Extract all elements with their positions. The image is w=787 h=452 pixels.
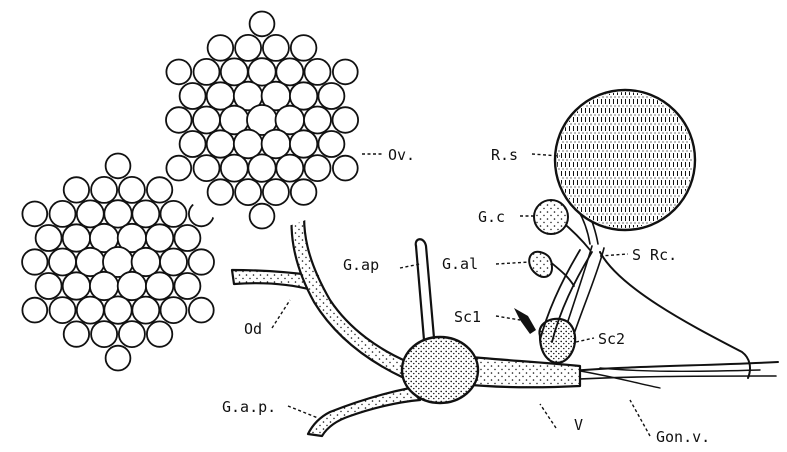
egg-cell	[235, 179, 261, 205]
egg-cell	[276, 155, 303, 182]
egg-cell	[263, 35, 289, 61]
egg-cell	[104, 296, 131, 323]
egg-cell	[106, 154, 131, 179]
label-sclerite-1: Sc1	[454, 308, 481, 326]
egg-cell	[174, 273, 200, 299]
egg-cell	[63, 272, 90, 299]
egg-cell	[166, 60, 191, 85]
egg-cell	[161, 201, 187, 227]
egg-cell	[64, 177, 89, 202]
accessory-gland-al	[529, 252, 552, 277]
egg-cell	[250, 12, 275, 37]
egg-cell	[189, 298, 214, 323]
egg-cell	[207, 130, 234, 157]
egg-cell	[304, 107, 331, 134]
egg-cell	[235, 35, 261, 61]
egg-cell	[194, 59, 220, 85]
label-accessory-gland-al: G.al	[442, 255, 478, 273]
egg-cell	[91, 177, 117, 203]
egg-cell	[119, 177, 145, 203]
sclerite-1	[514, 308, 536, 334]
label-vagina: V	[574, 416, 583, 434]
accessory-gland-ap	[416, 239, 434, 340]
egg-cell	[194, 155, 220, 181]
egg-cell	[180, 131, 206, 157]
label-accessory-gland-ap: G.ap	[343, 256, 379, 274]
label-oviduct: Od	[244, 320, 262, 338]
egg-cell	[180, 83, 206, 109]
egg-cell	[234, 130, 263, 159]
egg-cell	[160, 249, 187, 276]
genital-chamber	[402, 337, 478, 403]
egg-cell	[305, 155, 331, 181]
gonoduct-vessel	[560, 362, 778, 388]
egg-cell	[174, 225, 200, 251]
label-genital-aperture: G.a.p.	[222, 398, 276, 416]
egg-cell	[221, 155, 248, 182]
egg-cell	[333, 60, 358, 85]
egg-cell	[248, 154, 275, 181]
egg-cell	[250, 204, 275, 229]
egg-cell	[318, 83, 344, 109]
egg-cell	[208, 35, 234, 61]
egg-cell	[50, 297, 76, 323]
egg-cell	[305, 59, 331, 85]
egg-cell	[291, 179, 317, 205]
egg-cell	[318, 131, 344, 157]
egg-cell	[161, 297, 187, 323]
egg-cell	[36, 225, 62, 251]
egg-cell	[22, 249, 47, 274]
egg-cell	[77, 200, 104, 227]
egg-cell	[290, 130, 317, 157]
label-ovary: Ov.	[388, 146, 415, 164]
egg-cell	[50, 201, 76, 227]
egg-cell	[22, 298, 47, 323]
receptaculum-seminis	[555, 90, 695, 230]
egg-cell	[146, 272, 173, 299]
egg-cell	[221, 58, 248, 85]
genital-aperture-duct	[308, 388, 420, 436]
label-sclerite-2: Sc2	[598, 330, 625, 348]
gland-c	[534, 200, 568, 234]
egg-cell	[90, 272, 118, 300]
egg-cell	[193, 107, 220, 134]
egg-cell	[119, 321, 145, 347]
egg-cell	[132, 297, 159, 324]
egg-cell	[208, 179, 234, 205]
ovary-upper	[153, 11, 371, 229]
egg-cell	[64, 321, 89, 346]
egg-cell	[132, 200, 159, 227]
egg-cell	[118, 272, 146, 300]
egg-cell	[36, 273, 62, 299]
egg-cell	[147, 177, 172, 202]
egg-cell	[262, 130, 291, 159]
egg-cell	[276, 58, 303, 85]
egg-cell	[22, 202, 47, 227]
seminal-receptacle-canal	[565, 246, 750, 378]
egg-cell	[166, 107, 192, 133]
egg-cell	[106, 346, 131, 371]
label-seminal-receptacle-canal: S Rc.	[632, 246, 677, 264]
egg-cell	[333, 156, 358, 181]
egg-cell	[291, 35, 317, 61]
egg-cell	[49, 249, 76, 276]
egg-cell	[91, 321, 117, 347]
label-gonoduct-vessel: Gon.v.	[656, 428, 710, 446]
egg-cell	[166, 156, 191, 181]
egg-cell	[147, 321, 172, 346]
egg-cell	[263, 179, 289, 205]
label-gland-c: G.c	[478, 208, 505, 226]
egg-cell	[77, 297, 104, 324]
label-receptaculum-seminis: R.s	[491, 146, 518, 164]
egg-cell	[104, 200, 131, 227]
egg-cell	[189, 249, 214, 274]
egg-cell	[333, 107, 359, 133]
